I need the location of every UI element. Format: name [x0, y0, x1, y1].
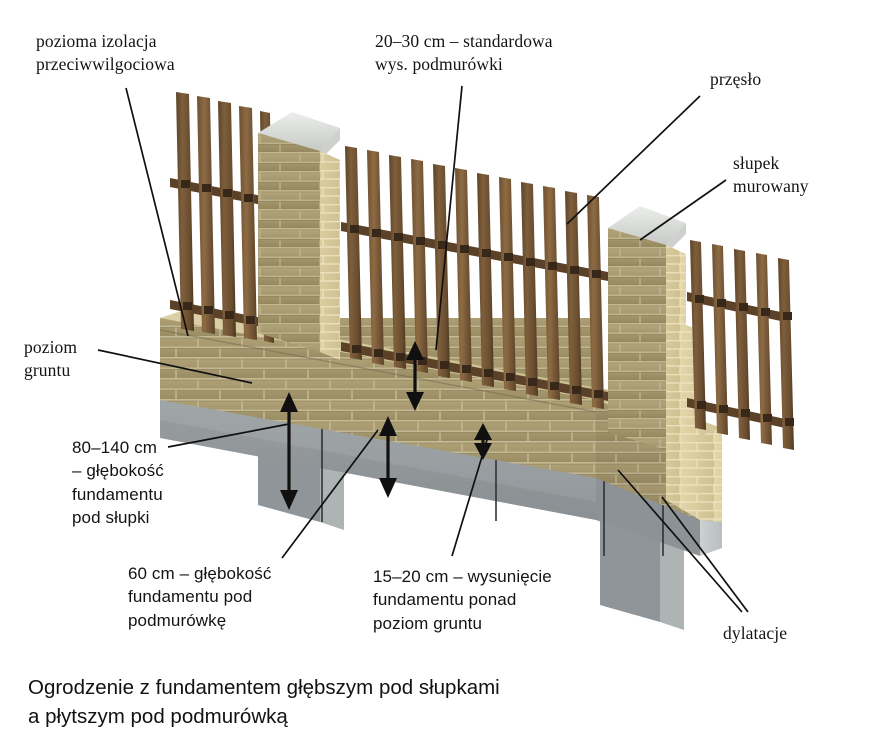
- picket: [239, 106, 257, 340]
- plinth-foundation-arrow: [379, 416, 397, 498]
- picket: [455, 168, 472, 382]
- post-cap-side: [666, 223, 686, 254]
- panel-fixings: [181, 180, 255, 324]
- picket: [778, 258, 794, 450]
- leader-masonry-post: [639, 179, 727, 241]
- post-cap-side: [320, 128, 340, 160]
- picket: [756, 253, 772, 445]
- picket: [499, 177, 516, 391]
- picket: [345, 146, 362, 360]
- picket: [690, 240, 706, 430]
- figure-caption: Ogrodzenie z fundamentem głębszym pod sł…: [28, 676, 500, 729]
- leader-ground-level: [97, 349, 253, 384]
- picket: [433, 164, 450, 378]
- panel-pickets: [345, 146, 604, 409]
- dimension-arrows: [280, 341, 492, 510]
- plinth-end-face: [700, 428, 722, 522]
- plinth-height-arrow: [406, 341, 424, 411]
- picket: [521, 182, 538, 396]
- post-cap-top: [608, 206, 686, 245]
- picket: [411, 159, 428, 373]
- picket: [197, 96, 215, 334]
- label-masonry-post: słupek murowany: [733, 153, 809, 197]
- leader-plinth-height: [435, 85, 463, 351]
- picket: [734, 249, 750, 440]
- leader-fence-panel: [566, 95, 701, 225]
- leader-lines: [97, 85, 749, 613]
- label-ground-level: poziom gruntu: [24, 337, 78, 381]
- leader-foundation-projection: [451, 439, 488, 557]
- picket: [176, 92, 194, 331]
- panel-pickets: [690, 240, 794, 450]
- label-foundation-projection: 15–20 cm – wysunięcie fundamentu ponad p…: [373, 567, 552, 633]
- label-plinth-foundation-depth: 60 cm – głębokość fundamentu pod podmuró…: [128, 564, 272, 630]
- picket: [587, 195, 604, 409]
- label-post-foundation-depth: 80–140 cm – głębokość fundamentu pod słu…: [72, 438, 164, 528]
- picket: [565, 191, 582, 405]
- post-cap-top: [258, 112, 340, 151]
- right-panel: [687, 240, 794, 450]
- picket: [218, 101, 236, 337]
- panel-fixings: [695, 295, 794, 426]
- leader-expansion-joint-b: [661, 496, 749, 613]
- leader-expansion-joint-a: [617, 469, 743, 613]
- label-damp-proof-insulation: pozioma izolacja przeciwwilgociowa: [36, 31, 175, 75]
- leader-post-foundation-depth: [167, 423, 290, 448]
- label-expansion-joints: dylatacje: [723, 623, 788, 643]
- picket: [712, 244, 728, 435]
- picket: [477, 173, 494, 387]
- leader-damp-proof-insulation: [125, 87, 189, 337]
- panel-fixings: [350, 225, 603, 398]
- label-fence-panel: przęsło: [710, 69, 762, 89]
- middle-post: [608, 206, 686, 459]
- picket: [367, 150, 384, 365]
- leader-plinth-foundation-depth: [281, 429, 379, 559]
- label-plinth-height: 20–30 cm – standardowa wys. podmurówki: [375, 31, 553, 75]
- post-foundation-arrow: [280, 392, 298, 510]
- picket: [389, 155, 406, 369]
- left-post: [258, 112, 340, 360]
- picket: [543, 186, 560, 400]
